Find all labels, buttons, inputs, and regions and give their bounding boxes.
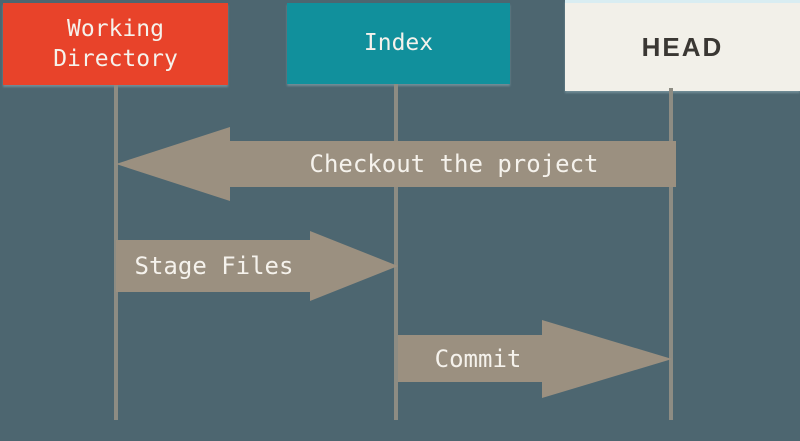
stage-files-arrow bbox=[116, 231, 398, 301]
index-box: Index bbox=[287, 3, 510, 84]
commit-arrow-label: Commit bbox=[434, 345, 522, 373]
head-lifeline bbox=[669, 88, 673, 420]
checkout-arrow bbox=[116, 127, 676, 201]
head-box: HEAD bbox=[565, 0, 800, 91]
index-lifeline bbox=[394, 84, 398, 420]
head-label: HEAD bbox=[641, 31, 724, 62]
index-label: Index bbox=[363, 30, 434, 57]
working-directory-label: Working Directory bbox=[53, 15, 178, 72]
checkout-arrow-label: Checkout the project bbox=[309, 150, 599, 178]
stage-files-arrow-label: Stage Files bbox=[134, 252, 294, 280]
working-directory-box: Working Directory bbox=[3, 3, 228, 85]
commit-arrow bbox=[398, 320, 672, 398]
